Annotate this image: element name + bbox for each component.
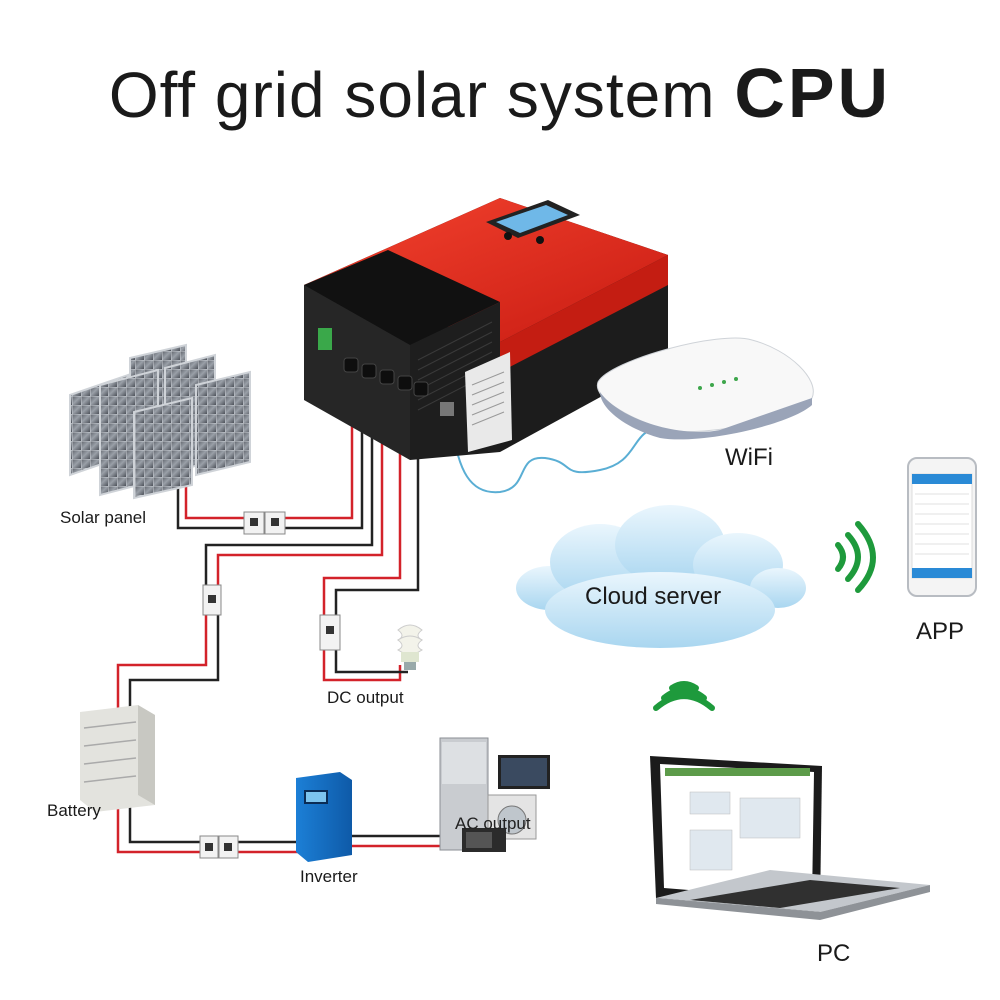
appliances-icon (439, 737, 550, 852)
label-wifi: WiFi (725, 444, 773, 471)
wireless-signal-icon (653, 521, 876, 711)
label-inverter: Inverter (300, 867, 358, 886)
charge-controller-icon (304, 198, 668, 460)
light-bulb-icon (397, 624, 423, 670)
label-battery: Battery (47, 801, 101, 820)
smartphone-icon (907, 457, 977, 597)
circuit-breaker-icon (199, 511, 341, 859)
label-pc: PC (817, 940, 851, 967)
page-title: Off grid solar system CPU (0, 58, 1000, 128)
label-app: APP (916, 618, 965, 645)
solar-panel-icon (69, 343, 251, 500)
label-cloud-server: Cloud server (585, 583, 722, 610)
wiring (116, 380, 455, 854)
label-ac-output: AC output (455, 814, 531, 833)
title-emphasis: CPU (734, 54, 892, 132)
label-dc-output: DC output (327, 688, 404, 707)
wifi-router-icon (596, 337, 814, 440)
title-main: Off grid solar system (108, 59, 716, 131)
label-solar-panel: Solar panel (60, 508, 147, 527)
laptop-icon (650, 756, 930, 920)
cloud-icon (516, 505, 806, 648)
ethernet-cable (451, 424, 661, 494)
inverter-icon (296, 772, 352, 862)
battery-cabinet-icon (80, 705, 155, 812)
